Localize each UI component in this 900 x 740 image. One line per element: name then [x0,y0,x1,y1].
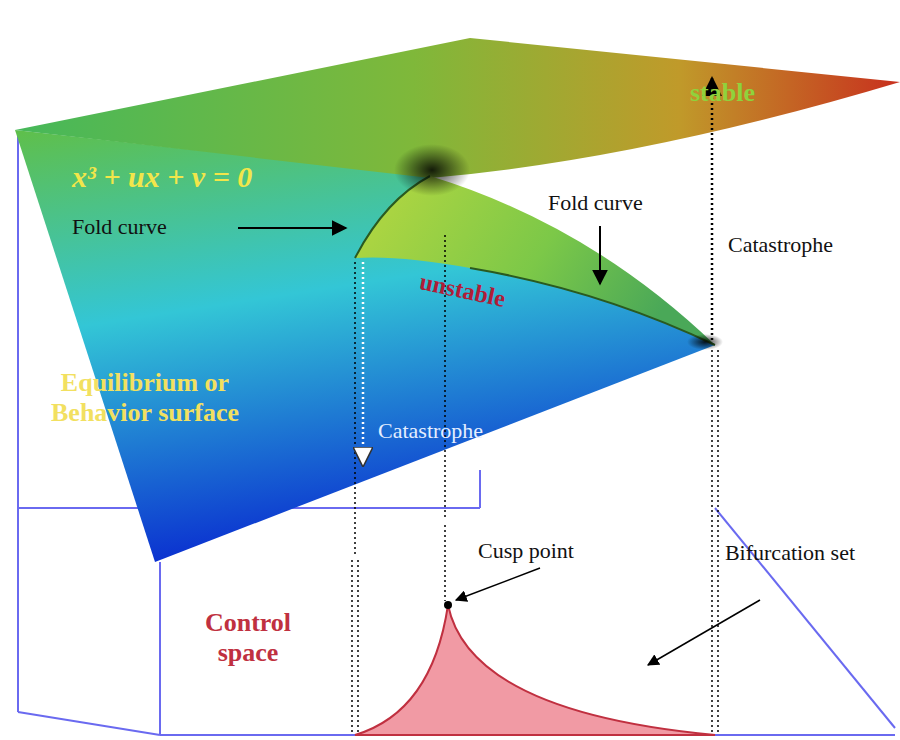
fold-edge [470,268,715,345]
bifurcation-set-label: Bifurcation set [720,540,860,565]
leader-arrow [456,568,540,600]
bifurcation-set-region [355,605,715,735]
cusp-point-label: Cusp point [478,538,574,563]
unstable-fold [355,176,715,345]
surface-label: Equilibrium or Behavior surface [40,368,250,428]
leader-arrow [599,226,601,284]
lower-sheet [15,130,715,562]
catastrophe-arrow [362,262,365,465]
cusp-point-dot [444,601,452,609]
catastrophe-arrow [711,78,714,340]
equation-label: x³ + ux + v = 0 [72,160,252,195]
control-space-label: Control space [188,608,308,668]
fold-curve-label: Fold curve [548,190,643,215]
catastrophe-label: Catastrophe [378,418,483,443]
leader-arrow [648,600,760,665]
stable-label: stable [690,78,755,108]
fold-shadow [687,334,723,350]
leader-arrow [238,227,346,229]
fold-curve-label: Fold curve [72,214,167,239]
unstable-label: unstable [417,268,508,313]
catastrophe-label: Catastrophe [728,232,833,257]
pinch-shadow [394,144,470,196]
projection-line [354,262,356,555]
